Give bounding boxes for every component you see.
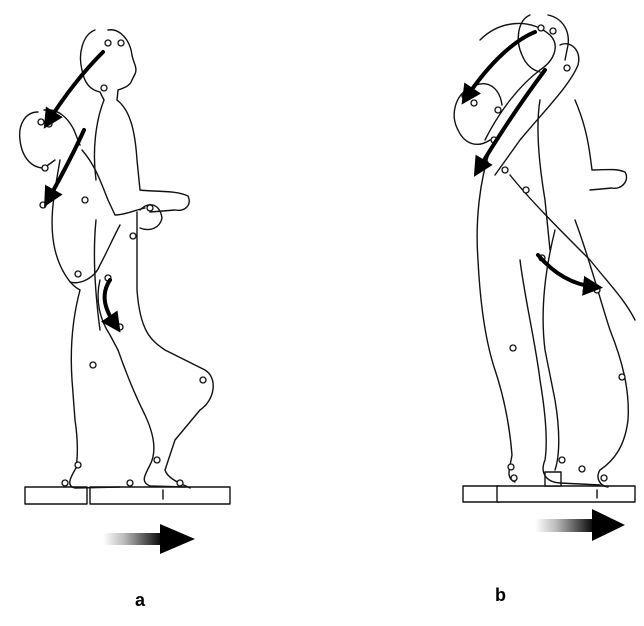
motion-arrows-a — [48, 52, 116, 326]
leaning-figure-b — [454, 24, 635, 485]
panel-label-b: b — [495, 585, 506, 606]
panel-b — [454, 15, 635, 541]
panel-label-a: a — [135, 590, 145, 611]
markers-a — [38, 40, 206, 486]
direction-arrow-a — [103, 524, 195, 554]
force-platform-b — [463, 472, 635, 502]
direction-arrow-b — [535, 509, 625, 541]
markers-b — [462, 25, 625, 481]
panel-a — [20, 30, 230, 554]
force-platform-a — [25, 487, 230, 504]
